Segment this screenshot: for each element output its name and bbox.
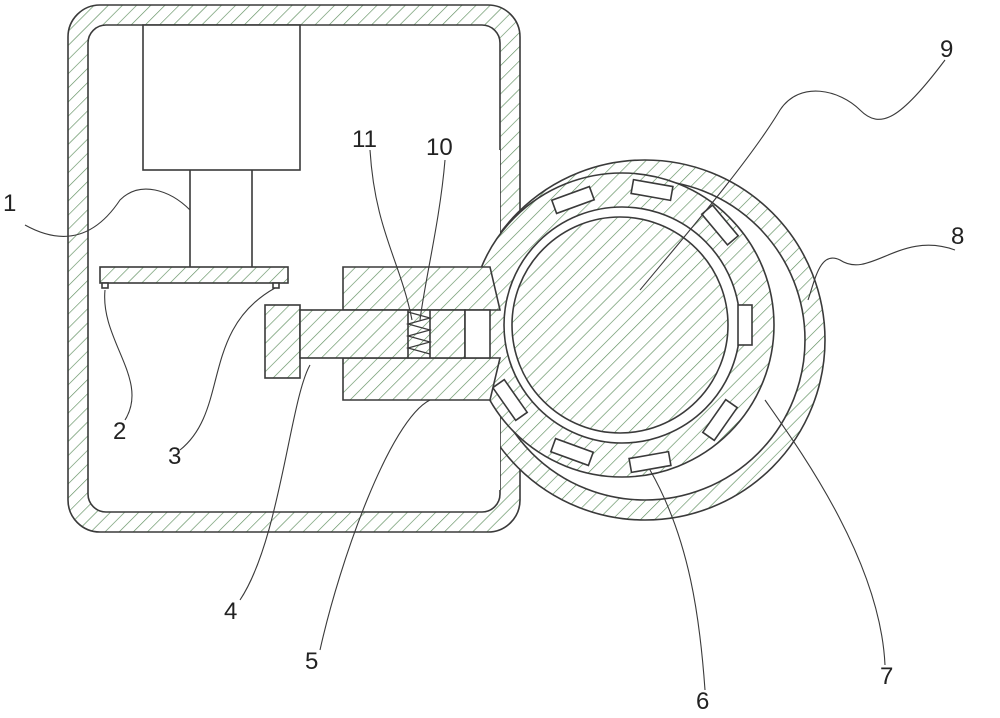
pressing-plate <box>100 267 288 283</box>
label-1: 1 <box>3 192 16 216</box>
label-9: 9 <box>940 38 953 62</box>
motor <box>143 25 300 170</box>
label-4: 4 <box>224 600 237 624</box>
label-11: 11 <box>352 128 377 152</box>
label-2: 2 <box>113 420 126 444</box>
label-7: 7 <box>880 665 893 689</box>
label-5: 5 <box>305 650 318 674</box>
label-8: 8 <box>951 225 964 249</box>
label-10: 10 <box>426 136 453 160</box>
label-3: 3 <box>168 445 181 469</box>
label-6: 6 <box>696 690 709 714</box>
shaft <box>512 217 728 433</box>
